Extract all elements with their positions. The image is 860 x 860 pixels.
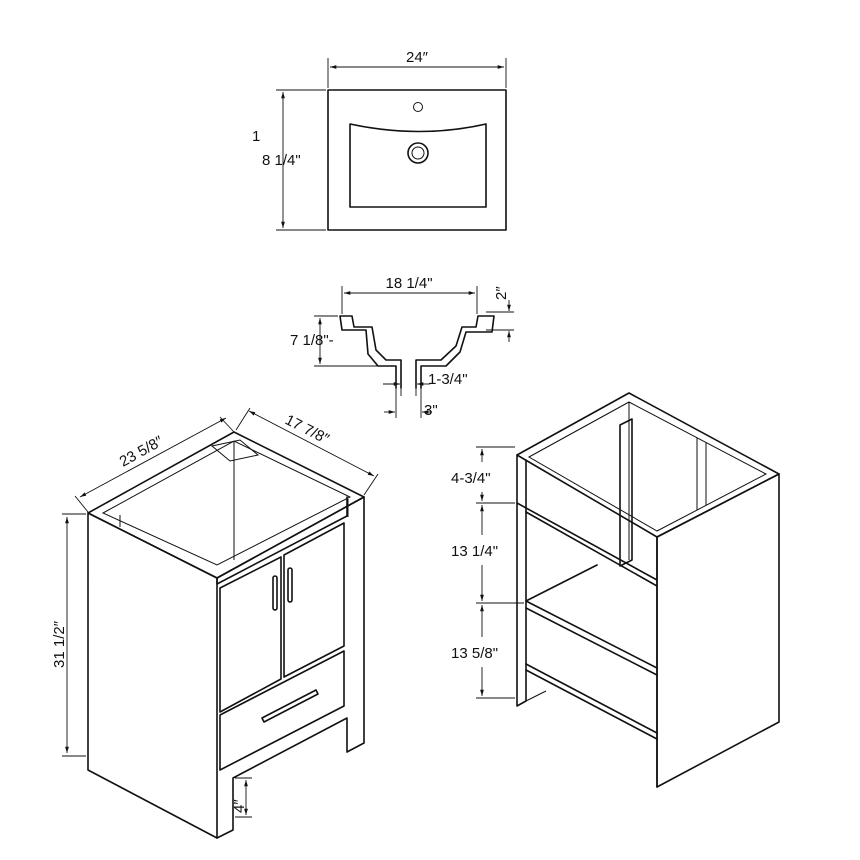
toe-kick-dimension: 4″ xyxy=(231,777,252,818)
top-depth-dimension: 1 8 1/4" xyxy=(252,89,326,231)
vanity-front-view: 23 5/8″ 17 7/8″ 31 1/2″ 4″ xyxy=(51,407,379,839)
toe-kick-label: 4″ xyxy=(231,799,248,813)
faucet-hole-icon xyxy=(413,102,423,112)
vanity-side-panel xyxy=(87,512,218,839)
interior-bottom-label: 13 5/8" xyxy=(451,645,498,662)
basin-drain-dimension: 1-3/4" 3" xyxy=(383,371,468,419)
front-width-label: 23 5/8″ xyxy=(117,433,167,471)
basin-width-dimension: 18 1/4" xyxy=(341,275,478,314)
center-divider xyxy=(619,418,633,567)
sink-top-view: 24″ 1 8 1/4" xyxy=(252,49,507,231)
basin-height-label: 7 1/8"- xyxy=(290,332,334,349)
top-depth-label-1: 1 xyxy=(252,128,260,145)
upper-rail xyxy=(516,502,658,587)
basin-width-label: 18 1/4" xyxy=(385,275,432,292)
basin-profile xyxy=(339,315,495,389)
interior-top-label: 4-3/4" xyxy=(451,470,491,487)
front-depth-label: 17 7/8″ xyxy=(282,411,332,448)
basin-bowl xyxy=(349,123,487,208)
left-door xyxy=(219,556,282,713)
top-width-label: 24″ xyxy=(406,49,429,66)
right-door-handle xyxy=(287,567,293,603)
basin-height-dimension: 7 1/8"- xyxy=(290,315,378,367)
countertop-outline xyxy=(327,89,507,231)
top-depth-label-2: 8 1/4" xyxy=(262,152,301,169)
interior-left-panel xyxy=(516,454,527,707)
left-door-handle xyxy=(272,575,278,611)
basin-drain-label: 1-3/4" xyxy=(428,371,468,388)
drawer-front xyxy=(219,650,345,771)
corner-brace xyxy=(210,439,260,462)
front-height-dimension: 31 1/2″ xyxy=(51,513,86,757)
basin-section-view: 18 1/4" 2″ 7 1/8"- 1-3/4" xyxy=(290,275,514,419)
basin-rim-dimension: 2″ xyxy=(486,286,514,342)
front-width-dimension: 23 5/8″ xyxy=(74,416,235,513)
front-depth-dimension: 17 7/8″ xyxy=(235,407,379,496)
drawer-handle xyxy=(261,689,319,723)
drain-icon xyxy=(407,142,429,164)
top-width-dimension: 24″ xyxy=(327,49,507,88)
interior-top-rim xyxy=(516,392,780,538)
interior-height-dimensions: 4-3/4" 13 1/4" 13 5/8" xyxy=(448,446,524,699)
vanity-interior-view: 4-3/4" 13 1/4" 13 5/8" xyxy=(448,392,780,788)
bottom-rail xyxy=(525,663,658,740)
interior-middle-label: 13 1/4" xyxy=(451,543,498,560)
vanity-front-frame xyxy=(216,496,365,839)
right-door xyxy=(283,522,345,678)
front-height-label: 31 1/2″ xyxy=(51,620,68,668)
basin-outlet-label: 3" xyxy=(424,402,438,419)
basin-rim-label: 2″ xyxy=(493,286,510,300)
shelf xyxy=(525,564,658,676)
